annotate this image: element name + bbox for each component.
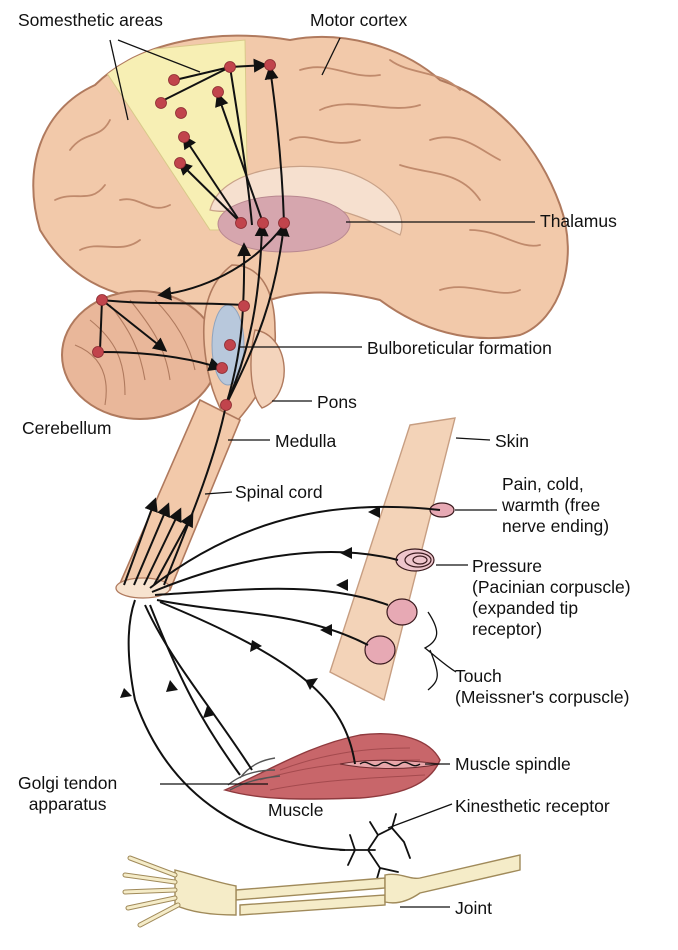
pathway-thalamus-cortex-2	[182, 134, 242, 224]
pathway-cord-4	[153, 512, 194, 586]
neuron-dot	[92, 346, 104, 358]
label-joint: Joint	[455, 898, 492, 918]
pathway-cortex-down	[229, 66, 253, 226]
afferent-touch	[156, 599, 369, 646]
skin-receptors	[364, 502, 455, 665]
leader-motor-cortex	[321, 37, 341, 76]
label-pain-receptor: Pain, cold, warmth (free nerve ending)	[502, 474, 609, 537]
label-pain-line-3: nerve ending)	[502, 516, 610, 536]
afferent-kinesthetic	[127, 599, 346, 851]
leader-somesthetic-2	[117, 39, 201, 73]
kinesthetic-receptor-icon	[339, 813, 411, 883]
neuron-dot	[175, 107, 187, 119]
pathway-thalamus-cortex-3	[215, 92, 264, 224]
pathway-cord-1	[123, 497, 158, 586]
label-touch-line-1: Touch	[455, 666, 502, 686]
label-pons: Pons	[317, 392, 357, 412]
spinal-cord	[116, 398, 242, 591]
neuron-dot	[220, 399, 232, 411]
afferent-pressure	[151, 551, 399, 593]
pathway-cerebellum-1	[101, 299, 245, 306]
neuron-dots	[92, 59, 290, 411]
label-cerebellum: Cerebellum	[22, 418, 112, 438]
pathway-cerebellum-4	[99, 351, 223, 372]
label-touch-line-2: (Meissner's corpuscle)	[455, 687, 630, 707]
golgi-tendon-icon	[227, 757, 281, 791]
leader-somesthetic-1	[109, 39, 129, 121]
neuron-dot	[224, 339, 236, 351]
label-bulboreticular-formation: Bulboreticular formation	[367, 338, 552, 358]
pacinian-corpuscle-icon	[395, 548, 435, 572]
label-spinal-cord: Spinal cord	[235, 482, 323, 502]
pathway-cortex-branch-1	[174, 66, 231, 81]
leader-kinesthetic	[387, 803, 453, 829]
label-touch-receptor: Touch (Meissner's corpuscle)	[455, 666, 630, 708]
label-golgi-line-2: apparatus	[28, 794, 107, 814]
neuron-dot	[264, 59, 276, 71]
pathway-thalamus-cortex-4	[264, 65, 285, 224]
pathway-cerebellum-3	[99, 299, 103, 351]
afferent-arrowheads	[120, 506, 380, 718]
label-pain-line-2: warmth (free	[502, 495, 601, 515]
label-kinesthetic-receptor: Kinesthetic receptor	[455, 796, 610, 816]
label-thalamus: Thalamus	[540, 211, 617, 231]
label-pressure-line-2: (Pacinian corpuscle)	[472, 577, 631, 597]
label-golgi-line-1: Golgi tendon	[18, 773, 118, 793]
afferent-muscle-spindle	[159, 601, 356, 765]
cerebellum-region	[61, 290, 219, 420]
neuron-dot	[238, 300, 250, 312]
neuron-dot	[178, 131, 190, 143]
leader-skin	[455, 437, 491, 441]
cortical-gyri	[54, 59, 541, 294]
label-somesthetic-areas: Somesthetic areas	[18, 10, 163, 30]
label-pressure-line-1: Pressure	[472, 556, 543, 576]
free-nerve-ending-icon	[429, 502, 455, 518]
afferent-pain	[149, 505, 441, 589]
label-muscle-spindle: Muscle spindle	[455, 754, 571, 774]
pathway-cord-2	[133, 502, 171, 586]
neuron-dot	[212, 86, 224, 98]
pathway-cortex-branch-2	[159, 66, 231, 103]
neuron-dot	[174, 157, 186, 169]
leader-lines	[109, 37, 535, 908]
meissner-corpuscle-icon	[364, 635, 396, 665]
pons-region	[250, 329, 285, 409]
label-pressure-line-3: (expanded tip	[472, 598, 579, 618]
label-medulla: Medulla	[275, 431, 337, 451]
label-motor-cortex: Motor cortex	[310, 10, 408, 30]
arm-bones	[122, 854, 521, 928]
leader-touch	[423, 611, 457, 691]
afferent-expanded-tip	[154, 587, 389, 606]
pathway-cord-3	[143, 507, 182, 586]
leader-spinal-cord	[204, 491, 233, 495]
muscle-illustration	[222, 733, 441, 800]
afferent-golgi-2	[144, 604, 253, 771]
label-skin: Skin	[495, 431, 530, 451]
pathway-brainstem-3	[225, 222, 290, 406]
brain	[32, 34, 569, 432]
pathway-cord-to-brainstem	[163, 404, 227, 586]
pathway-brainstem-1	[225, 242, 252, 406]
label-pain-line-1: Pain, cold,	[502, 474, 584, 494]
pathway-cerebellum-2	[101, 299, 168, 352]
neuron-dot	[155, 97, 167, 109]
afferent-golgi	[149, 604, 241, 776]
neuron-dot	[235, 217, 247, 229]
neuron-dot	[216, 362, 228, 374]
neuron-dot	[224, 61, 236, 73]
neuron-dot	[257, 217, 269, 229]
neuron-dot	[96, 294, 108, 306]
label-muscle: Muscle	[268, 800, 324, 820]
neural-pathways	[99, 58, 441, 851]
label-golgi-tendon: Golgi tendon apparatus	[18, 773, 117, 815]
pathway-cerebellum-5	[157, 224, 285, 301]
neuron-dot	[168, 74, 180, 86]
pathway-thalamus-cortex-1	[178, 161, 242, 224]
label-pressure-receptor: Pressure (Pacinian corpuscle) (expanded …	[472, 556, 631, 640]
neuron-dot	[278, 217, 290, 229]
expanded-tip-receptor-icon	[386, 598, 418, 626]
label-pressure-line-4: receptor)	[472, 619, 543, 639]
